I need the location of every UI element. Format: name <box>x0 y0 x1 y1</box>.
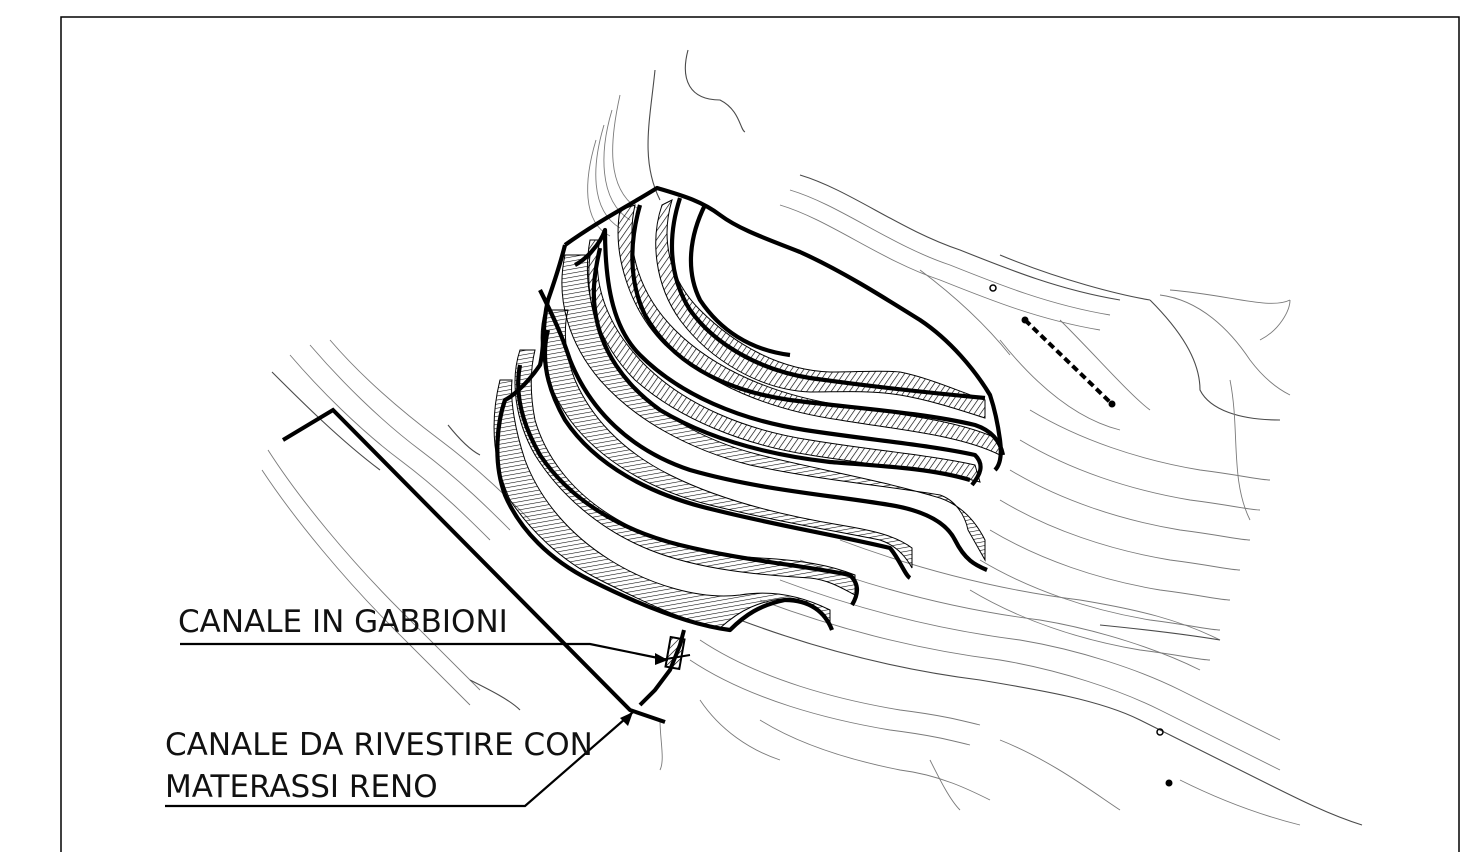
leader-gabbioni <box>180 642 669 662</box>
terraced-excavation <box>493 185 1006 633</box>
contour-lines-south <box>261 339 1363 826</box>
gabion-marker <box>664 635 686 671</box>
canal-west <box>281 407 691 724</box>
callout-leaders <box>165 642 669 808</box>
label-canale-materassi-line2: MATERASSI RENO <box>165 769 438 805</box>
survey-line-ne <box>989 284 1116 408</box>
contour-lines-north <box>587 49 1291 661</box>
leader-materassi <box>165 711 634 808</box>
label-canale-materassi-line1: CANALE DA RIVESTIRE CON <box>165 727 593 763</box>
drawing-frame <box>60 16 1460 852</box>
label-canale-gabbioni: CANALE IN GABBIONI <box>178 604 508 640</box>
